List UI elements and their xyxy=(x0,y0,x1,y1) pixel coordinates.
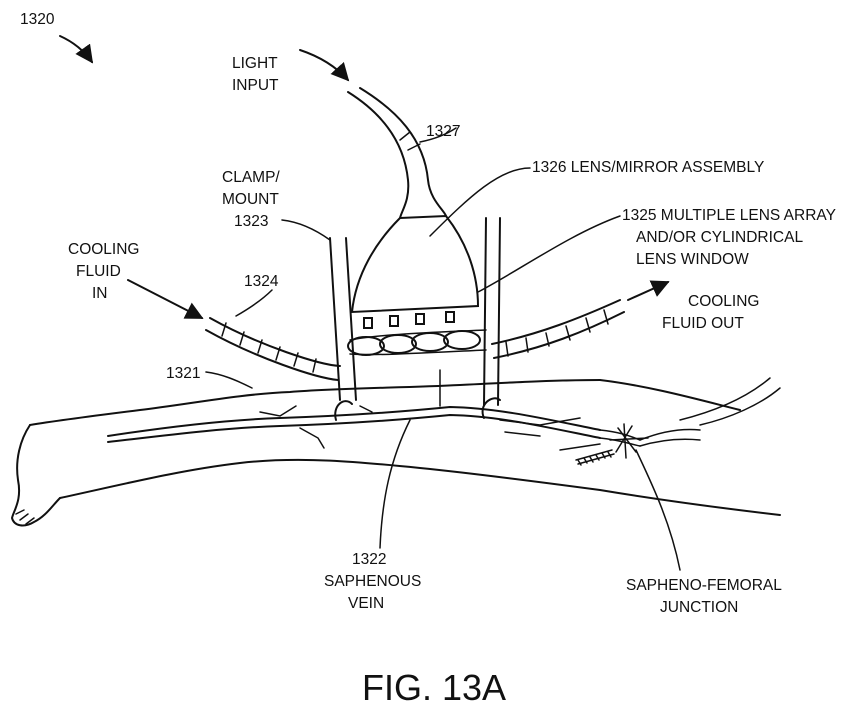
svg-text:LIGHT: LIGHT xyxy=(232,55,278,72)
svg-text:FLUID OUT: FLUID OUT xyxy=(662,315,744,332)
figure-ref-arrow xyxy=(59,35,94,64)
svg-text:1323: 1323 xyxy=(234,213,268,230)
label-lens-mirror: 1326 LENS/MIRROR ASSEMBLY xyxy=(532,159,764,176)
svg-text:SAPHENOUS: SAPHENOUS xyxy=(324,573,421,590)
label-leg: 1321 xyxy=(166,365,200,382)
svg-text:INPUT: INPUT xyxy=(232,77,279,94)
svg-text:VEIN: VEIN xyxy=(348,595,384,612)
lens-array xyxy=(347,329,487,407)
svg-text:CLAMP/: CLAMP/ xyxy=(222,169,280,186)
label-cooling-out: COOLING FLUID OUT xyxy=(662,293,759,332)
cooling-out-arrow xyxy=(627,280,670,301)
light-input-arrow xyxy=(299,49,350,82)
label-light-input: LIGHT INPUT xyxy=(232,55,279,94)
label-saphenous-vein: 1322 SAPHENOUS VEIN xyxy=(324,551,421,612)
optical-fiber xyxy=(347,87,457,219)
figure-ref-number: 1320 xyxy=(20,11,55,28)
svg-text:IN: IN xyxy=(92,285,108,302)
svg-text:COOLING: COOLING xyxy=(68,241,139,258)
leg-outline xyxy=(11,377,781,527)
leader-lines xyxy=(205,167,681,571)
svg-text:SAPHENO-FEMORAL: SAPHENO-FEMORAL xyxy=(626,577,782,594)
svg-text:JUNCTION: JUNCTION xyxy=(660,599,738,616)
svg-text:AND/OR CYLINDRICAL: AND/OR CYLINDRICAL xyxy=(636,229,803,246)
svg-text:1325 MULTIPLE LENS ARRAY: 1325 MULTIPLE LENS ARRAY xyxy=(622,207,836,224)
svg-text:LENS WINDOW: LENS WINDOW xyxy=(636,251,749,268)
label-cooling-in: COOLING FLUID IN xyxy=(68,241,139,302)
label-cooling-tube: 1324 xyxy=(244,273,279,290)
label-fiber: 1327 xyxy=(426,123,460,140)
saphenous-vein xyxy=(107,405,601,449)
label-clamp-mount: CLAMP/ MOUNT 1323 xyxy=(222,169,280,230)
svg-text:1322: 1322 xyxy=(352,551,386,568)
svg-text:COOLING: COOLING xyxy=(688,293,759,310)
cooling-in-arrow xyxy=(127,279,204,319)
sapheno-femoral-junction xyxy=(559,423,701,466)
label-lens-array: 1325 MULTIPLE LENS ARRAY AND/OR CYLINDRI… xyxy=(622,207,836,268)
svg-text:MOUNT: MOUNT xyxy=(222,191,279,208)
figure-caption: FIG. 13A xyxy=(362,667,506,708)
clamp-mount-posts xyxy=(329,217,501,421)
cooling-tube xyxy=(205,299,625,381)
svg-text:FLUID: FLUID xyxy=(76,263,121,280)
label-sapheno-femoral-junction: SAPHENO-FEMORAL JUNCTION xyxy=(626,577,782,616)
lens-mirror-assembly xyxy=(350,214,480,329)
